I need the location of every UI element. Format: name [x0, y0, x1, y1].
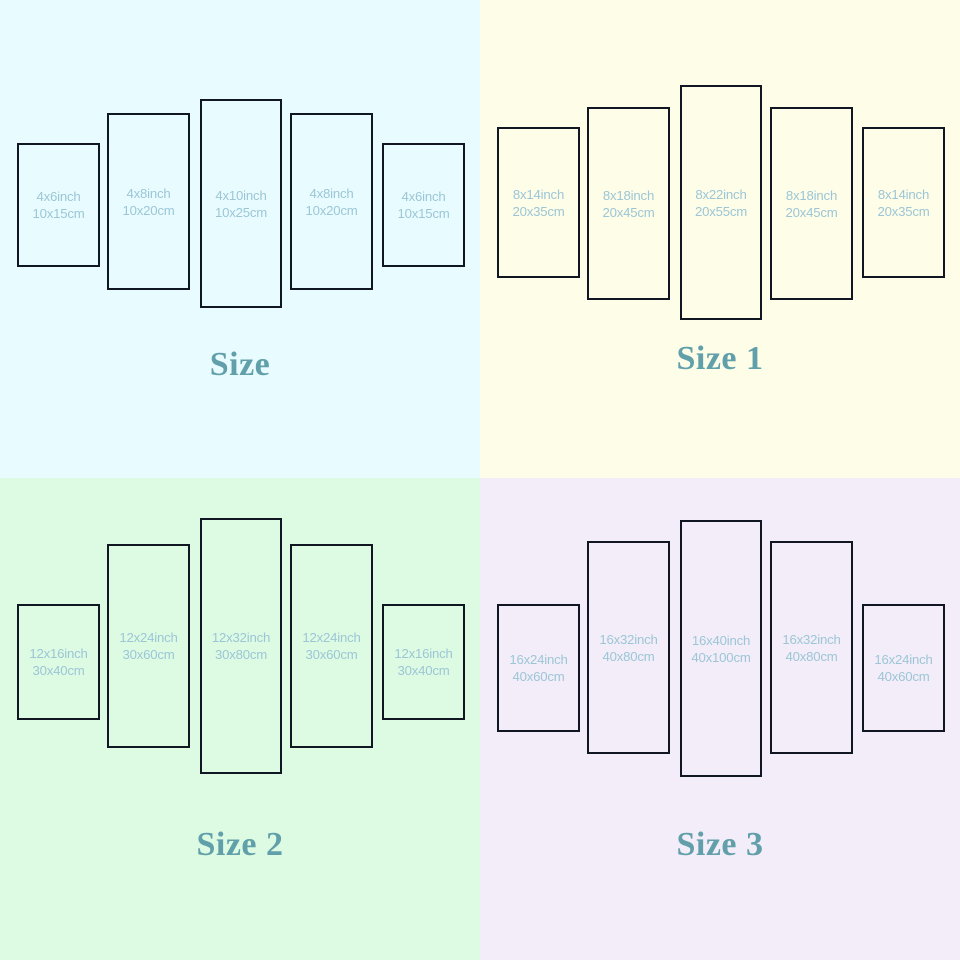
panel-size-cm: 20x45cm — [785, 204, 838, 220]
panel-size-inches: 12x32inch — [211, 630, 271, 645]
panel-size-inches: 12x16inch — [29, 646, 88, 661]
panel-size-cm: 40x80cm — [602, 648, 655, 664]
panel-size-cm: 30x60cm — [305, 647, 358, 662]
panel-size-cm: 30x40cm — [32, 663, 85, 678]
panel-size-cm: 10x15cm — [32, 206, 85, 221]
canvas-panel: 12x16inch 30x40cm — [382, 604, 465, 720]
size-option-title: Size — [209, 346, 271, 383]
panel-size-inches: 8x18inch — [602, 187, 655, 203]
panel-size-cm: 40x60cm — [512, 669, 565, 684]
panel-size-inches: 8x22inch — [695, 186, 747, 202]
canvas-panel: 4x6inch 10x15cm — [382, 143, 465, 267]
size-option-title: Size 1 — [676, 340, 764, 377]
canvas-panel: 12x24inch 30x60cm — [290, 544, 373, 748]
canvas-panel: 4x6inch 10x15cm — [17, 143, 100, 267]
panel-size-inches: 8x18inch — [785, 187, 838, 203]
panel-size-inches: 16x24inch — [874, 652, 933, 667]
panel-size-cm: 30x60cm — [122, 647, 175, 662]
panel-size-cm: 40x60cm — [877, 669, 930, 684]
canvas-panel: 12x32inch 30x80cm — [200, 518, 282, 774]
panel-size-cm: 10x20cm — [122, 202, 175, 218]
panel-size-inches: 16x40inch — [691, 632, 751, 648]
panel-size-inches: 8x14inch — [877, 186, 930, 202]
panel-size-inches: 16x32inch — [782, 631, 841, 647]
size-option-title: Size 3 — [676, 826, 764, 863]
panel-size-inches: 4x8inch — [126, 185, 171, 201]
panel-size-cm: 20x55cm — [694, 203, 748, 219]
panel-size-inches: 8x14inch — [512, 186, 565, 202]
panel-size-cm: 10x25cm — [214, 204, 268, 220]
panel-size-cm: 10x20cm — [305, 202, 358, 218]
panel-size-cm: 10x15cm — [397, 206, 450, 221]
panel-size-inches: 16x24inch — [509, 652, 568, 667]
panel-size-inches: 12x24inch — [302, 630, 361, 645]
panel-size-cm: 40x80cm — [785, 648, 838, 664]
panel-size-cm: 20x35cm — [512, 203, 565, 219]
size-option-size-2[interactable]: 12x16inch 30x40cm 12x24inch 30x60cm 12x32inc… — [0, 478, 480, 960]
panel-size-cm: 40x100cm — [691, 649, 751, 665]
panel-size-inches: 4x6inch — [401, 189, 446, 204]
panel-size-inches: 12x24inch — [119, 630, 178, 645]
panel-size-inches: 4x6inch — [36, 189, 81, 204]
panel-size-cm: 20x45cm — [602, 204, 655, 220]
panel-size-cm: 30x80cm — [214, 647, 268, 662]
canvas-panel: 12x24inch 30x60cm — [107, 544, 190, 748]
canvas-panel: 12x16inch 30x40cm — [17, 604, 100, 720]
panel-size-inches: 16x32inch — [599, 631, 658, 647]
panel-size-cm: 30x40cm — [397, 663, 450, 678]
canvas-panel-group: 12x16inch 30x40cm 12x24inch 30x60cm 12x32inc… — [0, 478, 480, 818]
canvas-panel: 16x24inch 40x60cm — [862, 604, 945, 732]
panel-size-inches: 12x16inch — [394, 646, 453, 661]
size-option-title: Size 2 — [196, 826, 284, 863]
panel-size-cm: 20x35cm — [877, 203, 930, 219]
panel-size-inches: 4x10inch — [215, 187, 267, 203]
canvas-panel: 16x24inch 40x60cm — [497, 604, 580, 732]
panel-size-inches: 4x8inch — [309, 185, 354, 201]
